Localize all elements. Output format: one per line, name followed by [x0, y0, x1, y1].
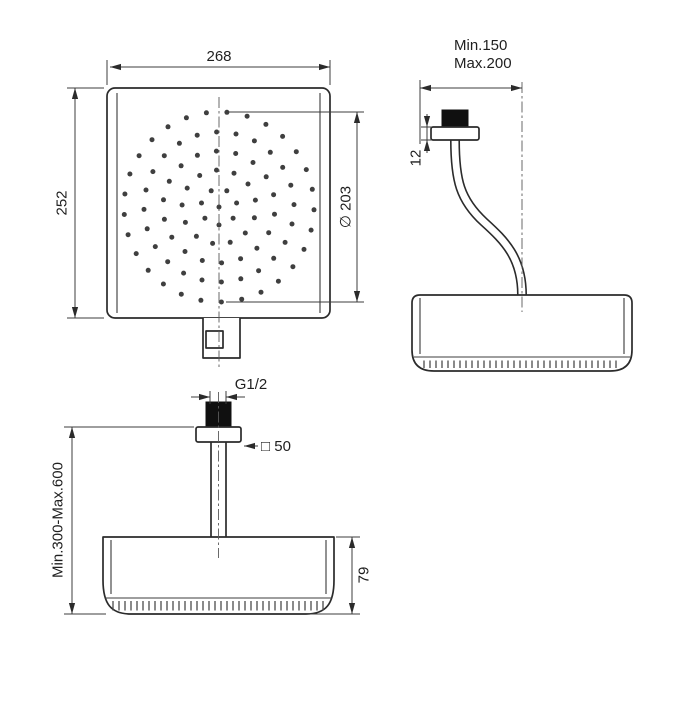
side-plate-thickness-label: 12 — [408, 150, 425, 167]
side-shower-arm-inner — [451, 139, 526, 296]
front-height-dimension: 252 — [54, 87, 104, 319]
front-diameter-dimension: ∅ 203 — [226, 111, 364, 303]
nozzle-dot-pattern — [121, 109, 317, 305]
front-inlet-square — [205, 330, 224, 349]
side-view: Min.150 Max.200 12 — [408, 37, 633, 372]
side-distance-dimension: Min.150 Max.200 — [419, 37, 522, 144]
ceiling-head-outline — [102, 536, 335, 615]
front-diameter-label: ∅ 203 — [338, 186, 355, 228]
ceiling-thread-label: G1/2 — [235, 376, 268, 393]
side-escutcheon-plate — [430, 126, 480, 141]
ceiling-height-range-label: Min.300-Max.600 — [50, 462, 67, 578]
front-view: 268 252 ∅ 203 — [54, 48, 364, 367]
side-min-distance-label: Min.150 — [454, 37, 507, 54]
front-height-label: 252 — [54, 190, 71, 215]
front-width-label: 268 — [206, 48, 231, 65]
ceiling-height-range-dimension: Min.300-Max.600 — [50, 426, 194, 615]
front-head-outline — [106, 87, 331, 319]
ceiling-nozzle-ticks — [112, 601, 324, 611]
side-inlet-nipple — [441, 109, 469, 128]
ceiling-flange-size-label: □ 50 — [261, 438, 291, 455]
dimension-arrowheads — [68, 63, 522, 614]
ceiling-thread-dimension: G1/2 — [191, 376, 267, 404]
ceiling-head-depth-dimension: 79 — [310, 536, 373, 615]
ceiling-head-depth-label: 79 — [356, 567, 373, 584]
side-nozzle-ticks — [423, 360, 617, 368]
side-max-distance-label: Max.200 — [454, 55, 512, 72]
side-head-outline — [411, 294, 633, 372]
ceiling-view: G1/2 □ 50 Min.300-Max.600 79 — [50, 376, 373, 615]
side-shower-arm — [450, 139, 527, 296]
front-width-dimension: 268 — [106, 48, 331, 85]
